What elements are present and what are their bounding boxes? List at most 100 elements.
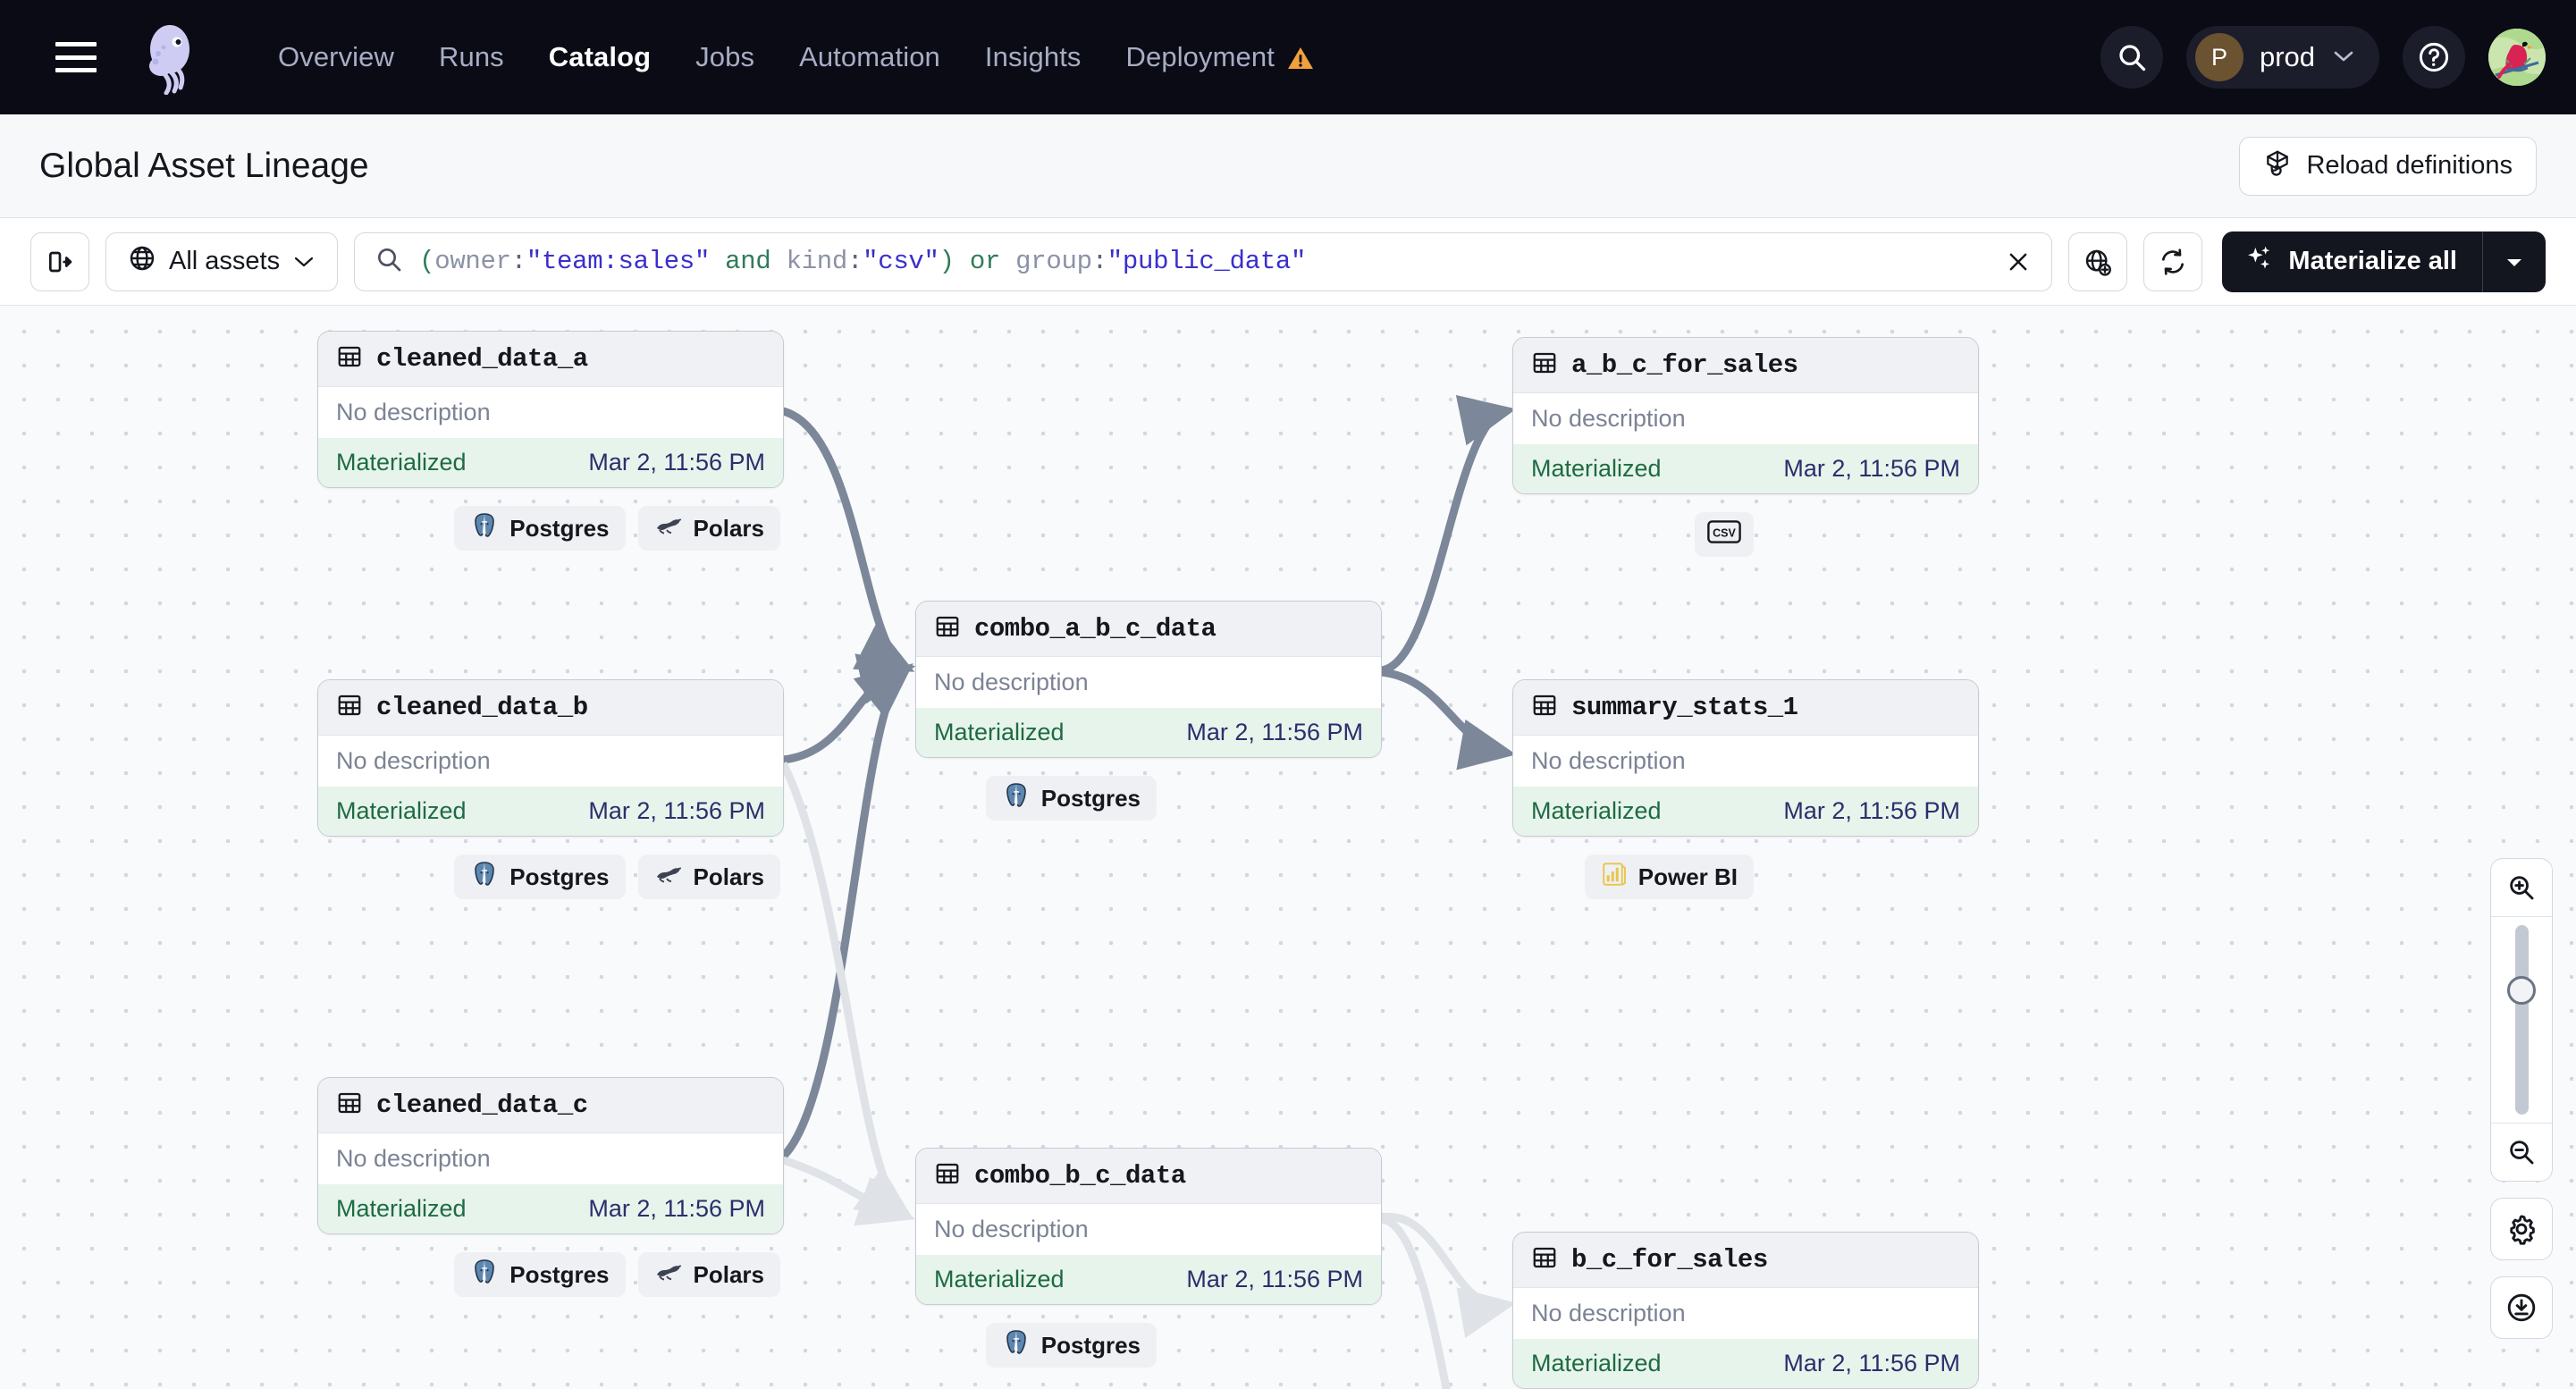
postgres-icon [1002,1328,1031,1363]
nav-item-overview[interactable]: Overview [278,41,394,72]
kind-badge[interactable]: Polars [637,1252,780,1297]
panel-expand-icon[interactable] [30,232,89,291]
user-avatar[interactable] [2488,29,2546,86]
kind-badge-label: Postgres [509,1260,610,1288]
deployment-name: prod [2259,41,2315,72]
globe-plus-icon[interactable] [2068,232,2128,291]
nav-item-catalog[interactable]: Catalog [548,41,652,72]
status-timestamp[interactable]: Mar 2, 11:56 PM [1783,1350,1960,1376]
page-header: Global Asset Lineage Reload definitions [0,114,2576,218]
query-token: "csv" [863,247,939,276]
asset-node-description: No description [1513,393,1978,444]
nav-item-deployment[interactable]: Deployment [1104,41,1336,73]
download-circle-icon[interactable] [2490,1276,2553,1339]
kind-badge[interactable]: Postgres [985,776,1157,821]
kind-badge[interactable]: Power BI [1584,854,1754,899]
asset-node-badges: CSV [1512,512,1979,557]
zoom-slider[interactable] [2491,917,2552,1123]
table-icon [1531,349,1558,381]
polars-icon [654,514,683,543]
table-icon [336,343,363,375]
search-icon[interactable] [2100,26,2163,88]
close-icon[interactable] [1991,248,2032,275]
kind-badge[interactable]: Postgres [985,1323,1157,1368]
zoom-slider-group [2490,858,2553,1182]
asset-node-description: No description [318,736,783,787]
asset-node-description: No description [318,387,783,438]
asset-node-header[interactable]: summary_stats_1 [1513,680,1978,736]
kind-badge[interactable]: Postgres [454,506,626,551]
asset-node-header[interactable]: b_c_for_sales [1513,1233,1978,1288]
status-timestamp[interactable]: Mar 2, 11:56 PM [1186,719,1363,745]
refresh-icon[interactable] [2143,232,2203,291]
menu-icon[interactable] [55,42,97,72]
kind-badge[interactable]: Polars [637,506,780,551]
status-badge: Materialized [1531,1350,1662,1376]
table-icon [1531,692,1558,723]
zoom-out-icon[interactable] [2491,1124,2552,1181]
materialize-all-button[interactable]: Materialize all [2222,231,2546,292]
asset-node-description: No description [318,1133,783,1184]
lineage-edges [779,395,1517,1389]
query-token: ( [419,247,435,276]
zoom-slider-thumb[interactable] [2507,976,2536,1005]
polars-icon [654,1260,683,1290]
asset-node-status: Materialized Mar 2, 11:56 PM [318,787,783,836]
search-input[interactable]: (owner:"team:sales" and kind:"csv") or g… [354,232,2053,291]
materialize-all-main[interactable]: Materialize all [2222,244,2482,280]
asset-node-header[interactable]: a_b_c_for_sales [1513,338,1978,393]
status-badge: Materialized [336,797,467,824]
kind-badge[interactable]: Postgres [454,1252,626,1297]
deployment-selector[interactable]: P prod [2185,26,2379,88]
query-token: "public_data" [1107,247,1307,276]
asset-node-header[interactable]: combo_b_c_data [916,1149,1381,1204]
polars-icon [654,863,683,892]
nav-item-runs[interactable]: Runs [439,41,504,72]
materialize-divider [2482,231,2483,292]
reload-definitions-button[interactable]: Reload definitions [2239,136,2537,196]
asset-node-header[interactable]: combo_a_b_c_data [916,602,1381,657]
nav-item-automation[interactable]: Automation [799,41,940,72]
csv-icon: CSV [1707,519,1741,550]
status-badge: Materialized [1531,455,1662,482]
kind-badge[interactable]: CSV [1695,512,1754,557]
dagster-logo[interactable] [134,20,209,95]
asset-node-title: combo_a_b_c_data [974,614,1216,644]
gear-icon[interactable] [2490,1198,2553,1260]
postgres-icon [470,860,499,895]
status-timestamp[interactable]: Mar 2, 11:56 PM [1783,455,1960,482]
status-timestamp[interactable]: Mar 2, 11:56 PM [588,797,765,824]
asset-filter-dropdown[interactable]: All assets [105,232,339,291]
asset-node-description: No description [1513,736,1978,787]
status-timestamp[interactable]: Mar 2, 11:56 PM [588,449,765,476]
zoom-divider-top [2491,916,2552,917]
nav-item-jobs[interactable]: Jobs [695,41,755,72]
status-timestamp[interactable]: Mar 2, 11:56 PM [1186,1266,1363,1292]
postgres-icon [1002,781,1031,816]
kind-badge[interactable]: Polars [637,854,780,899]
kind-badge[interactable]: Postgres [454,854,626,899]
nav-item-insights[interactable]: Insights [984,41,1082,72]
status-timestamp[interactable]: Mar 2, 11:56 PM [1783,797,1960,824]
help-icon[interactable] [2403,26,2465,88]
asset-node-description: No description [916,657,1381,708]
asset-node-header[interactable]: cleaned_data_a [318,332,783,387]
table-icon [1531,1244,1558,1275]
asset-node-status: Materialized Mar 2, 11:56 PM [1513,444,1978,493]
status-timestamp[interactable]: Mar 2, 11:56 PM [588,1195,765,1222]
zoom-in-icon[interactable] [2491,859,2552,916]
materialize-dropdown-caret[interactable] [2483,255,2546,269]
asset-node-header[interactable]: cleaned_data_c [318,1078,783,1133]
asset-node-header[interactable]: cleaned_data_b [318,680,783,736]
asset-node-title: cleaned_data_b [376,693,588,722]
